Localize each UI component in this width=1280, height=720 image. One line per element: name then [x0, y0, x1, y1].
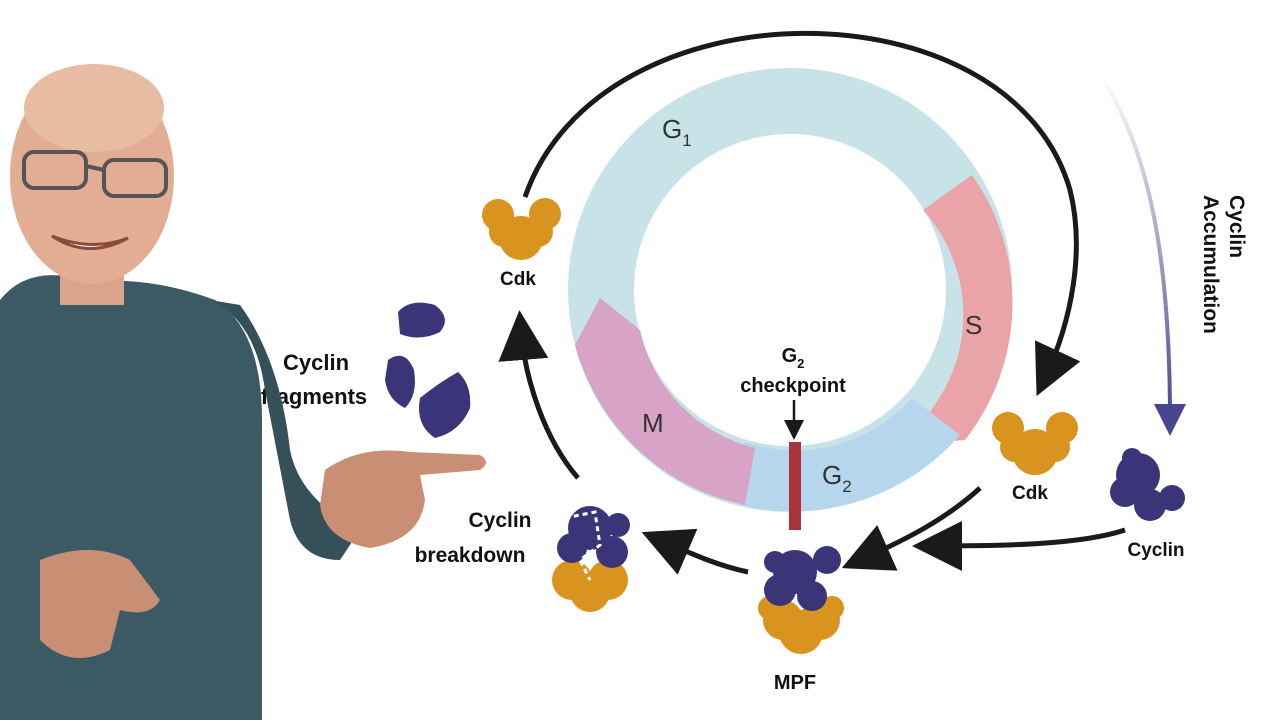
fragment-1	[398, 302, 445, 338]
svg-text:Accumulation: Accumulation	[1199, 195, 1222, 334]
checkpoint-word-label: checkpoint	[740, 375, 846, 397]
cdk-label-top: Cdk	[500, 269, 536, 290]
checkpoint-g-label: G2	[782, 345, 805, 371]
s-label: S	[965, 310, 982, 340]
cyclin-accumulation-label: Cyclin Accumulation	[1199, 195, 1248, 334]
fragment-2	[385, 355, 415, 408]
fragments-label-line1: Cyclin	[283, 350, 349, 375]
presenter-smile	[51, 234, 129, 250]
breakdown-cdk-part	[552, 560, 628, 612]
checkpoint-bar	[789, 442, 801, 530]
mpf-label: MPF	[774, 672, 816, 694]
breakdown-to-cdk-arrow	[498, 310, 580, 480]
cyclin-to-mpf-arrow	[912, 520, 1126, 571]
cdk-molecule-top	[482, 198, 561, 260]
breakdown-dashed-line	[564, 510, 602, 581]
mpf-complex	[758, 546, 844, 654]
g2-label: G2	[822, 460, 852, 496]
breakdown-label-line2: breakdown	[415, 544, 526, 567]
g2-checkpoint: G2 checkpoint	[740, 345, 846, 530]
mpf-cyclin-part	[764, 546, 841, 611]
breakdown-label-line1: Cyclin	[468, 509, 531, 532]
m-phase	[575, 298, 755, 505]
glasses-icon	[22, 150, 168, 198]
top-arc-arrow	[522, 30, 1081, 397]
cycle-arrows	[498, 30, 1126, 575]
g1-label: G1	[662, 114, 692, 150]
breakdown-cyclin-part	[557, 506, 630, 568]
mpf-to-breakdown-arrow	[641, 528, 749, 575]
presenter-forehead	[24, 64, 164, 152]
presenter-arm	[210, 300, 360, 560]
cdk-label-right: Cdk	[1012, 483, 1048, 504]
cdk-to-mpf-arrow	[841, 486, 982, 571]
cyclin-molecule	[1110, 448, 1185, 521]
presenter-hand-lower	[40, 550, 160, 658]
cyclin-label: Cyclin	[1127, 540, 1184, 561]
g2-phase	[712, 398, 960, 512]
m-label: M	[642, 408, 664, 438]
svg-text:Cyclin: Cyclin	[1225, 195, 1248, 258]
cdk-molecule-right	[992, 412, 1078, 475]
s-phase	[908, 175, 1013, 445]
fragment-3	[419, 372, 471, 438]
cyclin-fragments	[385, 302, 471, 438]
breakdown-complex	[552, 506, 630, 612]
presenter	[0, 64, 486, 720]
presenter-hand-pointing	[320, 450, 486, 548]
cyclin-accumulation-arrow	[1098, 73, 1186, 436]
presenter-shirt	[0, 275, 262, 720]
